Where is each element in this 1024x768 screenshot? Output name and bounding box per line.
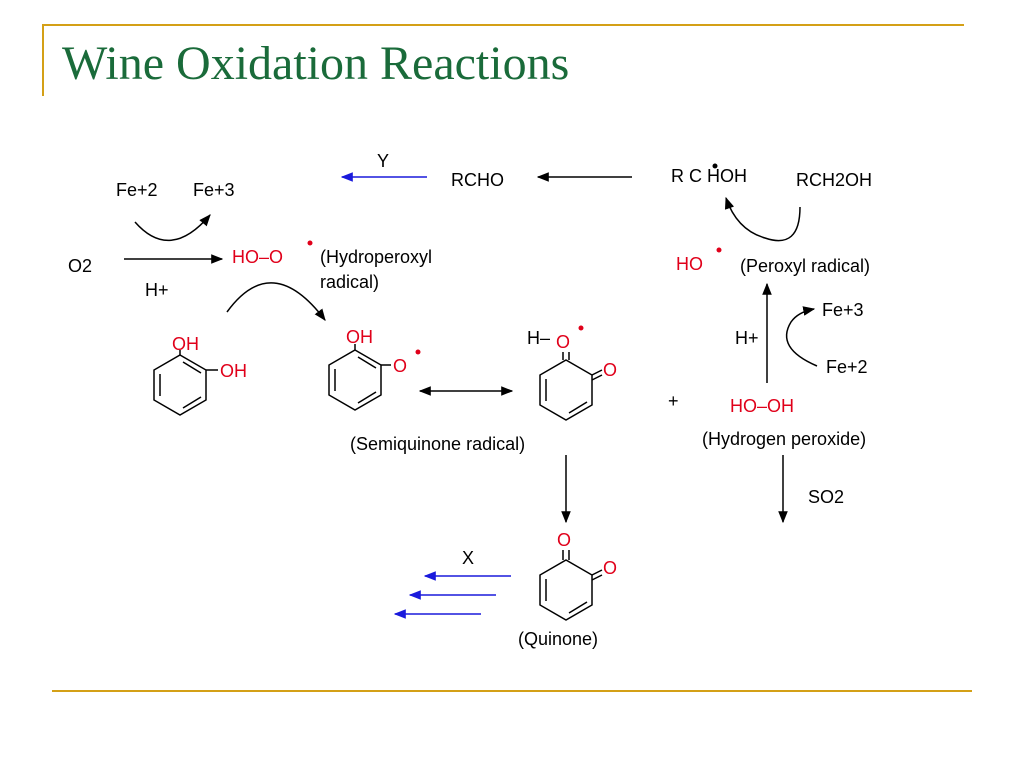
- quinone-o-side: O: [603, 558, 617, 578]
- quinone-o-top: O: [557, 530, 571, 550]
- fe-curved-arrow-left: [134, 214, 211, 242]
- h-plus-right-label: H+: [735, 328, 759, 348]
- fe2-left-label: Fe+2: [116, 180, 158, 200]
- catechol-structure: [153, 350, 218, 416]
- semiquinone-name: (Semiquinone radical): [350, 434, 525, 454]
- hydroperoxyl-formula: HO–O: [232, 247, 283, 267]
- fe3-right-label: Fe+3: [822, 300, 864, 320]
- y-label: Y: [377, 151, 389, 171]
- semiquinone-o-radical: O: [393, 356, 407, 376]
- o2-label: O2: [68, 256, 92, 276]
- radical-dot: [578, 325, 584, 331]
- h-plus-left-label: H+: [145, 280, 169, 300]
- semiquinone-right-o-side: O: [603, 360, 617, 380]
- rch2oh-label: RCH2OH: [796, 170, 872, 190]
- quinone-name: (Quinone): [518, 629, 598, 649]
- catechol-oh-side: OH: [220, 361, 247, 381]
- quinone-structure: [539, 550, 603, 621]
- x-label: X: [462, 548, 474, 568]
- catechol-oh-top: OH: [172, 334, 199, 354]
- ho-radical-label: HO: [676, 254, 703, 274]
- rcho-label: RCHO: [451, 170, 504, 190]
- peroxyl-name: (Peroxyl radical): [740, 256, 870, 276]
- hydroperoxyl-name-line2: radical): [320, 272, 379, 292]
- h-dash-label: H–: [527, 328, 550, 348]
- semiquinone-ketone-structure: [539, 352, 603, 421]
- rc-hoh-label: R C HOH: [671, 166, 747, 186]
- semiquinone-phenoxy-structure: [328, 344, 391, 411]
- catechol-to-semiquinone-curved-arrow: [226, 282, 326, 321]
- fe-curved-arrow-right: [786, 306, 818, 367]
- rch2oh-to-radical-curved-arrow: [724, 196, 801, 242]
- fe3-left-label: Fe+3: [193, 180, 235, 200]
- radical-dot: [415, 349, 421, 355]
- plus-sign: +: [668, 391, 679, 411]
- frame-bottom-rule: [52, 690, 972, 692]
- fe2-right-label: Fe+2: [826, 357, 868, 377]
- semiquinone-right-o-top: O: [556, 332, 570, 352]
- radical-dot: [716, 247, 722, 253]
- so2-label: SO2: [808, 487, 844, 507]
- radical-dot: [712, 163, 718, 169]
- frame-left-rule: [42, 24, 44, 96]
- hydroperoxyl-name-line1: (Hydroperoxyl: [320, 247, 432, 267]
- frame-top-rule: [42, 24, 964, 26]
- semiquinone-oh: OH: [346, 327, 373, 347]
- radical-dot: [307, 240, 313, 246]
- slide-title: Wine Oxidation Reactions: [62, 37, 570, 90]
- hydrogen-peroxide-name: (Hydrogen peroxide): [702, 429, 866, 449]
- hydrogen-peroxide-formula: HO–OH: [730, 396, 794, 416]
